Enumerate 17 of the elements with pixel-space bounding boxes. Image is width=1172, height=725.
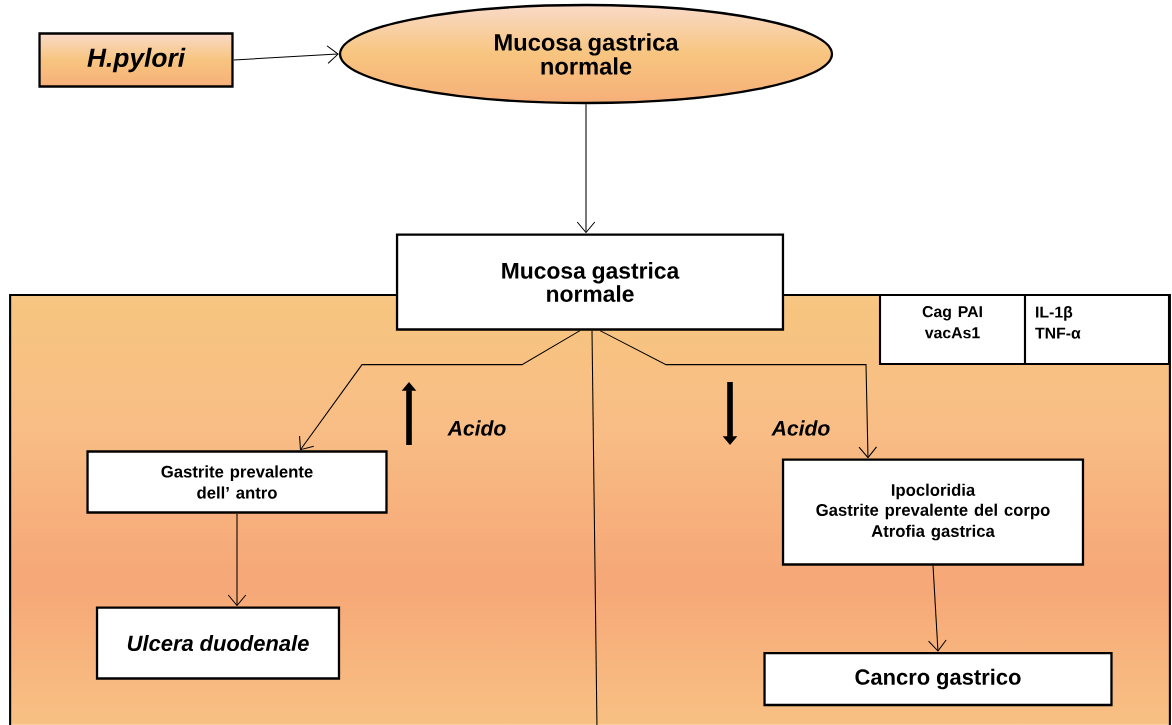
arrow xyxy=(599,330,878,459)
arrow xyxy=(299,330,581,451)
ellipse-node: Mucosa gastrica normale xyxy=(338,3,834,105)
process-box: Gastrite prevalente dell’ antro xyxy=(86,450,388,514)
start-box: H.pylori xyxy=(38,32,234,88)
arrow xyxy=(227,513,247,607)
table-cell: Cag PAI vacAs1 xyxy=(878,293,1027,366)
process-box: Ipocloridia Gastrite prevalente del corpo Atrofia gastrica xyxy=(781,458,1085,566)
table-cell: IL-1β TNF-α xyxy=(1023,293,1171,366)
outcome-box: Ulcera duodenale xyxy=(95,606,341,680)
arrow xyxy=(928,565,947,652)
annotation-text: Acido xyxy=(771,420,830,436)
outcome-box: Cancro gastrico xyxy=(763,651,1113,707)
arrow xyxy=(576,103,596,234)
arrow xyxy=(233,45,339,64)
annotation-text: Acido xyxy=(447,420,506,436)
process-box: Mucosa gastrica normale xyxy=(395,233,785,331)
